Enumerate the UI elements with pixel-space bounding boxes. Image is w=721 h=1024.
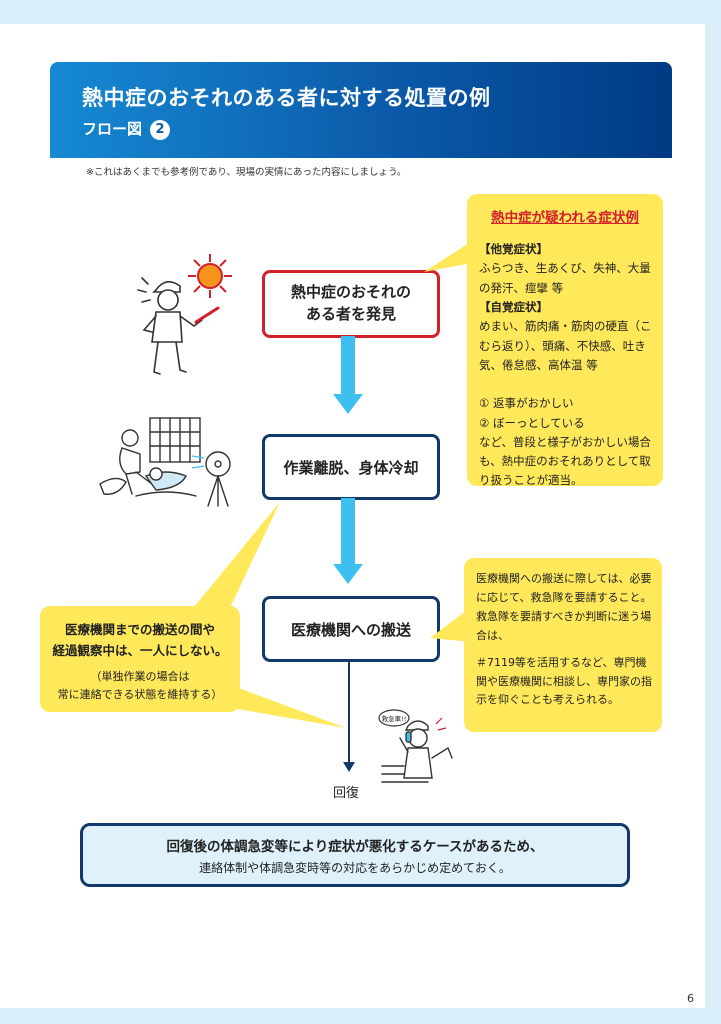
transport-callout-pointer [430,608,472,642]
transport-note-box: 医療機関への搬送に際しては、必要に応じて、救急隊を要請すること。 救急隊を要請す… [464,558,662,732]
flow-step-transport-label: 医療機関への搬送 [290,620,411,639]
flow-number-badge: 2 [150,120,171,140]
do-not-leave-alone-line1: 医療機関までの搬送の間や [64,622,215,637]
page-title: 熱中症のおそれのある者に対する処置の例 [82,86,491,110]
transport-note-para2: 救急隊を要請すべきか判断に迷う場合は、 [476,609,652,642]
flow-step-discover-line1: 熱中症のおそれの [290,283,411,302]
self-symptoms-heading: 【自覚症状】 [479,299,548,314]
transport-note-para3: ＃7119等を活用するなど、専門機関や医療機関に相談し、専門家の指示を仰ぐことも… [476,655,652,707]
do-not-leave-alone-sub2: 常に連絡できる状態を維持する） [57,687,223,701]
do-not-leave-alone-sub1: （単独作業の場合は [90,670,190,683]
symptom-examples-title: 熱中症が疑われる症状例 [491,210,639,226]
flow-arrow-2-head [333,564,363,584]
follow-up-notice: 回復後の体調急変等により症状が悪化するケースがあるため、 連絡体制や体調急変時等… [80,823,630,887]
symptom-item-1: ① 返事がおかしい [479,396,574,411]
phone-call-illustration: 救急車!! [378,709,453,783]
page-number: 6 [687,992,694,1005]
page-subtitle: フロー図 2 [82,118,171,140]
page-header: 熱中症のおそれのある者に対する処置の例 フロー図 2 [50,62,672,158]
symptom-examples-box: 熱中症が疑われる症状例 【他覚症状】 ふらつき、生あくび、失神、大量の発汗、痙攣… [467,194,663,487]
recover-label: 回復 [333,786,360,801]
symptom-examples-body: 【他覚症状】 ふらつき、生あくび、失神、大量の発汗、痙攣 等 【自覚症状】 めま… [479,240,657,491]
ambulance-speech-bubble: 救急車!! [382,714,407,723]
other-symptoms-text: ふらつき、生あくび、失神、大量の発汗、痙攣 等 [479,261,651,295]
dizzy-worker-illustration [137,277,220,375]
do-not-leave-alone-box: 医療機関までの搬送の間や 経過観察中は、一人にしない。 （単独作業の場合は 常に… [40,606,240,712]
do-not-leave-alone-main: 医療機関までの搬送の間や 経過観察中は、一人にしない。 [40,620,240,661]
reference-note: ※これはあくまでも参考例であり、現場の実情にあった内容にしましょう。 [86,167,407,178]
page-edge-bottom [0,1008,721,1024]
transport-note-para1: 医療機関への搬送に際しては、必要に応じて、救急隊を要請すること。 [476,572,652,604]
follow-up-notice-line1: 回復後の体調急変等により症状が悪化するケースがあるため、 [166,839,544,855]
flow-arrow-1 [341,336,355,394]
transport-note-body: 医療機関への搬送に際しては、必要に応じて、救急隊を要請すること。 救急隊を要請す… [476,570,656,710]
recover-arrow-head [343,762,355,772]
do-not-leave-alone-sub: （単独作業の場合は 常に連絡できる状態を維持する） [40,668,240,703]
flow-step-transport: 医療機関への搬送 [262,596,440,662]
do-not-leave-alone-line2: 経過観察中は、一人にしない。 [52,642,228,658]
symptom-item-2: ② ぼーっとしている [479,415,585,430]
recover-arrow-line [348,660,350,764]
self-symptoms-text: めまい、筋肉痛・筋肉の硬直（こむら返り）、頭痛、不快感、吐き気、倦怠感、高体温 … [479,319,652,372]
alone-callout-pointer-top [190,502,280,612]
cooling-worker-illustration [99,417,231,507]
symptom-closing: など、普段と様子がおかしい場合も、熱中症のおそれありとして取り扱うことが適当。 [479,434,651,488]
flow-arrow-1-head [333,394,363,414]
other-symptoms-heading: 【他覚症状】 [479,242,548,256]
flow-step-cooling-label: 作業離脱、身体冷却 [283,458,419,477]
flow-step-discover-line2: ある者を発見 [305,305,396,323]
page-edge-right [705,0,721,1024]
flow-arrow-2 [341,498,355,564]
flow-label: フロー図 [82,120,143,138]
sun-icon [188,254,232,298]
flow-step-cooling: 作業離脱、身体冷却 [262,434,440,500]
alone-callout-pointer-bottom [228,684,346,728]
follow-up-notice-line2: 連絡体制や体調急変時等の対応をあらかじめ定めておく。 [199,861,511,875]
page-edge-top [0,0,721,24]
